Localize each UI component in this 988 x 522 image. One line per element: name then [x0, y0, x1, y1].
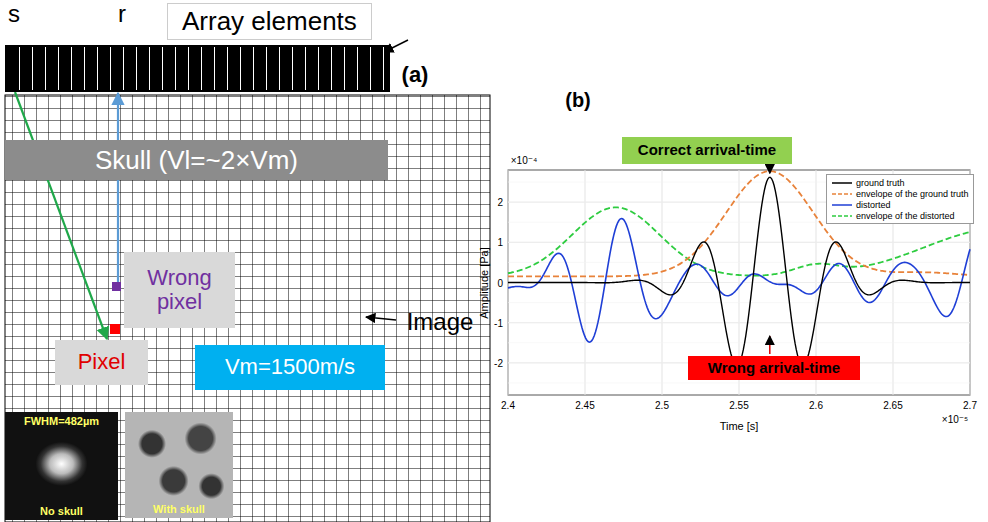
legend-row: envelope of the distorted: [831, 210, 969, 221]
image-grid: [5, 95, 490, 522]
psf-with-skull: With skull: [125, 412, 233, 518]
legend-row: ground truth: [831, 177, 969, 188]
legend-line: [832, 193, 852, 195]
correct-pointer: [769, 166, 771, 173]
axis-exponent: ×10⁻⁴: [511, 155, 538, 166]
wrong-pointer: [769, 336, 771, 354]
tick-label: 0: [497, 277, 503, 288]
legend-row: distorted: [831, 199, 969, 210]
wrong-time-box: Wrong arrival-time: [688, 356, 860, 380]
legend: ground truthenvelope of the ground truth…: [826, 174, 974, 224]
node-text: Wrong arrival-time: [708, 360, 840, 377]
tick-label: 2.45: [575, 400, 594, 411]
transmit-ray: [15, 92, 107, 339]
tick-label: 2.55: [729, 400, 748, 411]
skull-band: Skull (Vl=~2×Vm): [5, 140, 388, 180]
wrong-pixel-square: [112, 282, 121, 291]
distorted-envelope: [508, 207, 970, 275]
panel-label: (b): [565, 89, 591, 111]
correct-time-box: Correct arrival-time: [622, 137, 792, 164]
axis-exponent: ×10⁻⁵: [942, 414, 968, 425]
tick-label: -1: [494, 317, 503, 328]
legend-line: [832, 215, 852, 217]
legend-sample: [831, 190, 853, 198]
gridline: [508, 242, 970, 243]
tick-label: 2.65: [883, 400, 902, 411]
tick-label: 2.7: [963, 400, 977, 411]
tick-label: 1: [497, 237, 503, 248]
legend-text: distorted: [856, 200, 891, 210]
node-text: Wrong pixel: [124, 266, 235, 314]
node-text: With skull: [153, 503, 205, 515]
axis-title: Amplitude [Pa]: [478, 247, 490, 319]
legend-line: [832, 182, 852, 184]
node-text: No skull: [40, 505, 83, 517]
legend-line: [832, 204, 852, 206]
tick-label: 2.4: [501, 400, 515, 411]
panel-label: (a): [402, 63, 429, 87]
legend-sample: [831, 179, 853, 187]
axis-title: Time [s]: [720, 420, 759, 432]
receive-ray: [117, 93, 119, 282]
node-text: Correct arrival-time: [638, 142, 776, 159]
psf-no-skull: FWHM=482µm No skull: [5, 412, 118, 520]
tick-label: 2.5: [655, 400, 669, 411]
pixel-box: Pixel: [55, 340, 148, 385]
legend-row: envelope of the ground truth: [831, 188, 969, 199]
gridline: [508, 322, 970, 323]
pixel-square: [110, 324, 120, 334]
source-label: s: [8, 1, 20, 27]
node-text: Array elements: [167, 3, 372, 40]
wrong-pixel-box: Wrong pixel: [124, 252, 235, 328]
legend-sample: [831, 212, 853, 220]
legend-text: ground truth: [856, 178, 905, 188]
gridline: [508, 302, 970, 303]
image-label: Image: [407, 309, 474, 335]
node-text: Skull (Vl=~2×Vm): [95, 146, 298, 175]
transducer-array: Array elements: [5, 45, 390, 92]
tick-label: 2.6: [809, 400, 823, 411]
medium-speed-box: Vm=1500m/s: [195, 345, 385, 390]
legend-text: envelope of the ground truth: [856, 189, 969, 199]
node-text: Vm=1500m/s: [225, 355, 355, 379]
tick-label: 2: [497, 197, 503, 208]
legend-sample: [831, 201, 853, 209]
gridline: [508, 342, 970, 343]
legend-text: envelope of the distorted: [856, 211, 955, 221]
node-text: FWHM=482µm: [24, 415, 99, 427]
node-text: Pixel: [78, 350, 126, 374]
image-leader: [366, 317, 396, 320]
receiver-label: r: [118, 1, 126, 27]
tick-label: -2: [494, 357, 503, 368]
gridline: [508, 382, 970, 383]
